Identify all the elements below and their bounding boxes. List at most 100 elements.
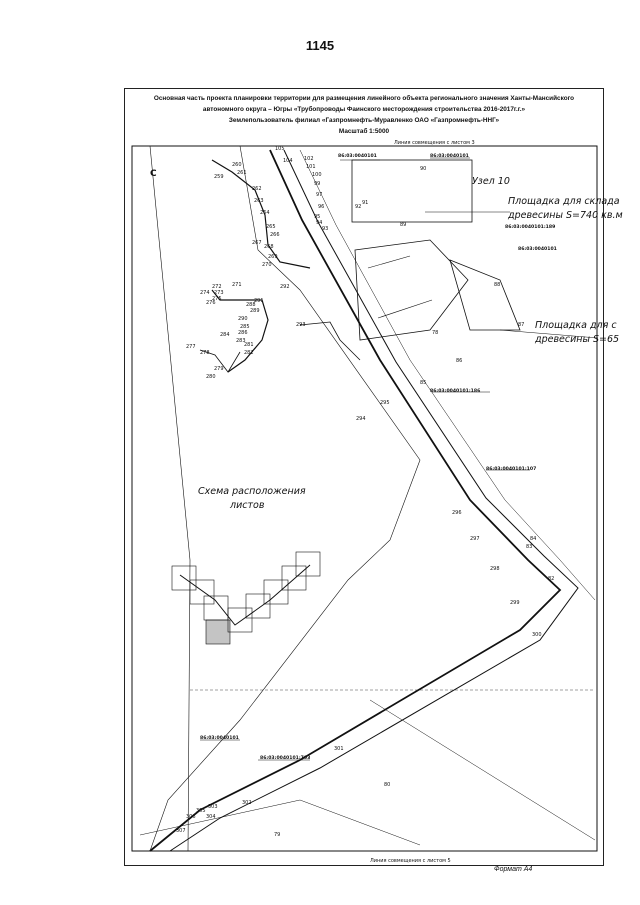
point-label: 278 xyxy=(200,350,210,356)
point-label: 79 xyxy=(274,832,280,838)
point-label: 296 xyxy=(452,510,462,516)
point-label: 93 xyxy=(322,226,328,232)
local-network-upper xyxy=(211,159,311,269)
point-label: 291 xyxy=(254,298,264,304)
cadastral-label: 86:03:0040101:107 xyxy=(486,466,536,472)
point-label: 97 xyxy=(316,192,322,198)
point-label: 259 xyxy=(214,174,224,180)
point-label: 94 xyxy=(316,220,322,226)
point-label: 83 xyxy=(526,544,532,550)
cadastral-label: 86:03:0040101:703 xyxy=(260,755,310,761)
node-label: Узел 10 xyxy=(472,176,510,187)
point-label: 295 xyxy=(380,400,390,406)
point-label: 303 xyxy=(208,804,218,810)
point-label: 307 xyxy=(176,828,186,834)
cadastral-label: 86:03:0040101:186 xyxy=(430,388,480,394)
access-road xyxy=(299,321,361,361)
point-label: 91 xyxy=(362,200,368,206)
point-label: 282 xyxy=(244,350,254,356)
cadastral-label: 86:03:0040101 xyxy=(338,153,377,159)
point-label: 280 xyxy=(206,374,216,380)
site-2-line-2: древесины S=65 xyxy=(534,334,619,345)
point-label: 297 xyxy=(470,536,480,542)
site-1-line-1: Площадка для склада xyxy=(508,196,620,207)
point-label: 302 xyxy=(242,800,252,806)
point-label: 274 xyxy=(200,290,210,296)
point-label: 289 xyxy=(250,308,260,314)
point-label: 269 xyxy=(268,254,278,260)
point-label: 306 xyxy=(186,814,196,820)
match-line-top: Линия совмещения с листом 3 xyxy=(394,140,475,146)
site-1-line-2: древесины S=740 кв.м xyxy=(507,210,623,221)
point-label: 104 xyxy=(283,158,293,164)
point-label: 82 xyxy=(548,576,554,582)
match-line-bottom: Линия совмещения с листом 5 xyxy=(370,858,451,864)
point-label: 264 xyxy=(260,210,270,216)
header-land-user: Землепользователь филиал «Газпромнефть-М… xyxy=(228,117,500,124)
point-label: 299 xyxy=(510,600,520,606)
point-label: 305 xyxy=(196,808,206,814)
point-label: 80 xyxy=(384,782,390,788)
point-label: 284 xyxy=(220,332,230,338)
point-label: 301 xyxy=(334,746,344,752)
page-number: 1145 xyxy=(305,38,335,53)
point-label: 265 xyxy=(266,224,276,230)
point-label: 300 xyxy=(532,632,542,638)
point-label: 268 xyxy=(264,244,274,250)
territory-boundary-left xyxy=(149,145,191,852)
cadastral-label: 86:03:0040101 xyxy=(200,735,239,741)
point-label: 102 xyxy=(304,156,314,162)
parcel-line xyxy=(369,699,596,841)
header-title-line-2: автономного округа – Югры «Трубопроводы … xyxy=(202,106,526,113)
pipeline-main xyxy=(149,149,562,852)
point-label: 261 xyxy=(237,170,247,176)
point-label: 260 xyxy=(232,162,242,168)
point-label: 285 xyxy=(240,324,250,330)
north-marker: С xyxy=(150,169,157,179)
cadastral-label: 86:03:0040101 xyxy=(430,153,469,159)
point-label: 87 xyxy=(518,322,524,328)
storage-site-1 xyxy=(354,239,469,341)
sheet-header: Основная часть проекта планировки террит… xyxy=(124,93,604,137)
map-frame xyxy=(124,88,604,866)
point-label: 272 xyxy=(212,284,222,290)
point-label: 294 xyxy=(356,416,366,422)
cadastral-label: 86:03:0040101:189 xyxy=(505,224,555,230)
site-2-line-1: Площадка для с xyxy=(535,320,617,331)
point-label: 279 xyxy=(214,366,224,372)
point-label: 84 xyxy=(530,536,536,542)
header-title-line-1: Основная часть проекта планировки террит… xyxy=(153,95,575,102)
header-scale: Масштаб 1:5000 xyxy=(338,128,390,135)
cadastral-label: 86:03:0040101 xyxy=(518,246,557,252)
storage-site-1-detail xyxy=(367,255,411,269)
point-label: 100 xyxy=(312,172,322,178)
point-label: 85 xyxy=(420,380,426,386)
leader-line xyxy=(499,329,599,339)
point-label: 270 xyxy=(262,262,272,268)
point-label: 99 xyxy=(314,181,320,187)
point-label: 283 xyxy=(236,338,246,344)
point-label: 293 xyxy=(296,322,306,328)
point-label: 95 xyxy=(314,214,320,220)
node-10-site xyxy=(351,159,473,223)
territory-boundary-right xyxy=(149,145,421,852)
local-network-lower xyxy=(211,289,269,373)
sheet-format: Формат А4 xyxy=(494,866,533,873)
scheme-title-1: Схема расположения xyxy=(198,486,306,497)
point-label: 271 xyxy=(232,282,242,288)
point-label: 275 xyxy=(212,296,222,302)
storage-site-1-detail xyxy=(377,299,433,319)
scheme-title-2: листов xyxy=(229,500,265,511)
point-label: 89 xyxy=(400,222,406,228)
point-label: 96 xyxy=(318,204,324,210)
drawing-border xyxy=(131,145,598,852)
point-label: 273 xyxy=(214,290,224,296)
point-label: 88 xyxy=(494,282,500,288)
storage-site-2 xyxy=(449,259,521,331)
point-label: 298 xyxy=(490,566,500,572)
point-label: 277 xyxy=(186,344,196,350)
point-label: 101 xyxy=(306,164,316,170)
point-label: 290 xyxy=(238,316,248,322)
point-label: 92 xyxy=(355,204,361,210)
